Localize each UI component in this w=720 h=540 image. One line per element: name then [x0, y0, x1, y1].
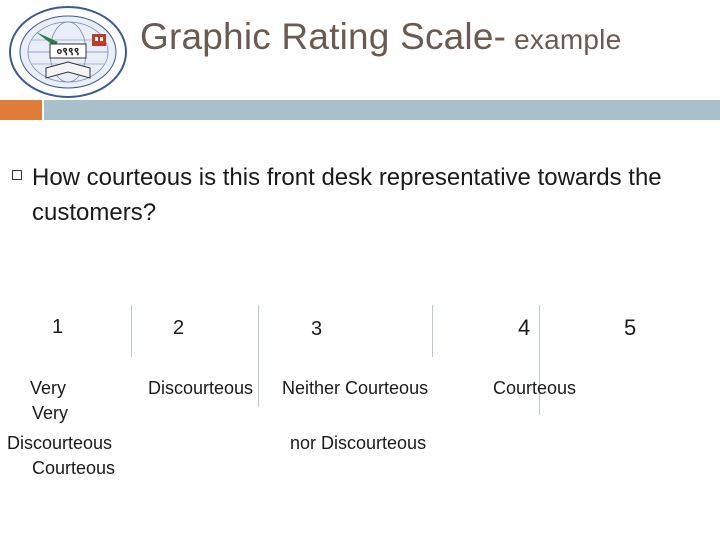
title-main: Graphic Rating Scale- [140, 16, 507, 57]
scale-divider [432, 305, 433, 357]
label-nor-discourteous: nor Discourteous [290, 433, 427, 453]
slide-title: Graphic Rating Scale- example [140, 16, 621, 58]
label-courteous-left: Courteous [32, 458, 116, 478]
title-divider-bar [44, 100, 720, 120]
label-courteous-right: Courteous [493, 378, 577, 398]
label-discourteous-left: Discourteous [7, 433, 113, 453]
question-text: How courteous is this front desk represe… [32, 164, 662, 226]
scale-point-2: 2 [173, 317, 185, 339]
label-neither-courteous: Neither Courteous [282, 378, 429, 398]
scale-divider [131, 305, 132, 357]
seal-emblem-icon: ०९९९ [9, 6, 127, 98]
scale-point-5: 5 [624, 315, 637, 340]
title-accent-bar [0, 100, 42, 120]
title-sub: example [506, 24, 622, 55]
scale-divider [258, 305, 259, 407]
seal-number: ०९९९ [57, 45, 80, 58]
bullet-square-icon [12, 170, 22, 180]
scale-point-3: 3 [311, 318, 323, 340]
institute-logo: ०९९९ [6, 4, 134, 100]
scale-point-4: 4 [518, 315, 531, 340]
label-discourteous-mid: Discourteous [148, 378, 254, 398]
label-very-2: Very [32, 403, 69, 423]
label-very-1: Very [30, 378, 67, 398]
scale-point-1: 1 [52, 316, 64, 338]
scale-divider [539, 305, 540, 415]
